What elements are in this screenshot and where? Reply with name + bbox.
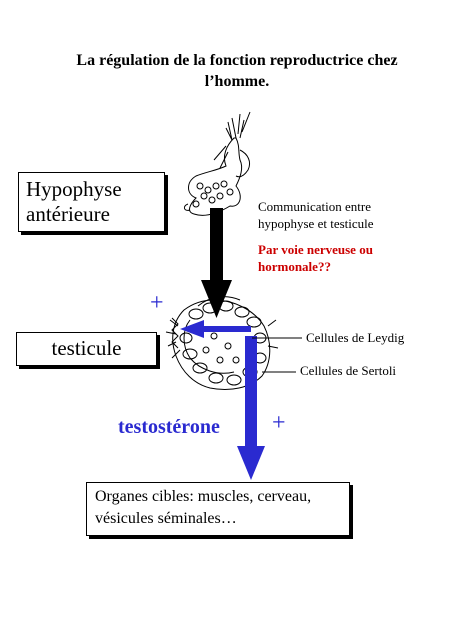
- hypophyse-box: Hypophyse antérieure: [18, 172, 165, 232]
- voie-question: Par voie nerveuse ou hormonale??: [258, 241, 373, 275]
- communication-line-2: hypophyse et testicule: [258, 216, 374, 231]
- pituitary-icon: [183, 111, 251, 216]
- organes-label-line-1: Organes cibles: muscles, cerveau,: [95, 488, 312, 505]
- organes-cibles-box: Organes cibles: muscles, cerveau, vésicu…: [86, 482, 350, 536]
- testicule-label: testicule: [51, 336, 122, 360]
- hypophyse-label-line-2: antérieure: [26, 202, 110, 226]
- page-title: La régulation de la fonction reproductri…: [40, 50, 434, 92]
- stimulation-plus-bottom: +: [272, 410, 286, 436]
- title-line-2: l’homme.: [204, 73, 270, 90]
- stimulation-plus-top: +: [150, 290, 164, 316]
- voie-line-1: Par voie nerveuse ou: [258, 242, 373, 257]
- voie-line-2: hormonale??: [258, 259, 331, 274]
- sertoli-cells-label: Cellules de Sertoli: [300, 363, 397, 378]
- testosterone-label: testostérone: [118, 416, 220, 438]
- testicule-box: testicule: [16, 332, 157, 366]
- title-line-1: La régulation de la fonction reproductri…: [76, 52, 398, 69]
- organes-label-line-2: vésicules séminales…: [95, 510, 237, 527]
- leydig-cells-label: Cellules de Leydig: [306, 330, 405, 345]
- communication-line-1: Communication entre: [258, 199, 372, 214]
- communication-note: Communication entre hypophyse et testicu…: [258, 198, 374, 232]
- hypophyse-label-line-1: Hypophyse: [26, 177, 122, 201]
- hypophysis-to-testis-arrow: [201, 208, 232, 318]
- testosterone-to-targets-arrow: [237, 336, 265, 480]
- testosterone-release-arrow: [180, 320, 251, 338]
- testis-tissue-icon: [165, 296, 279, 390]
